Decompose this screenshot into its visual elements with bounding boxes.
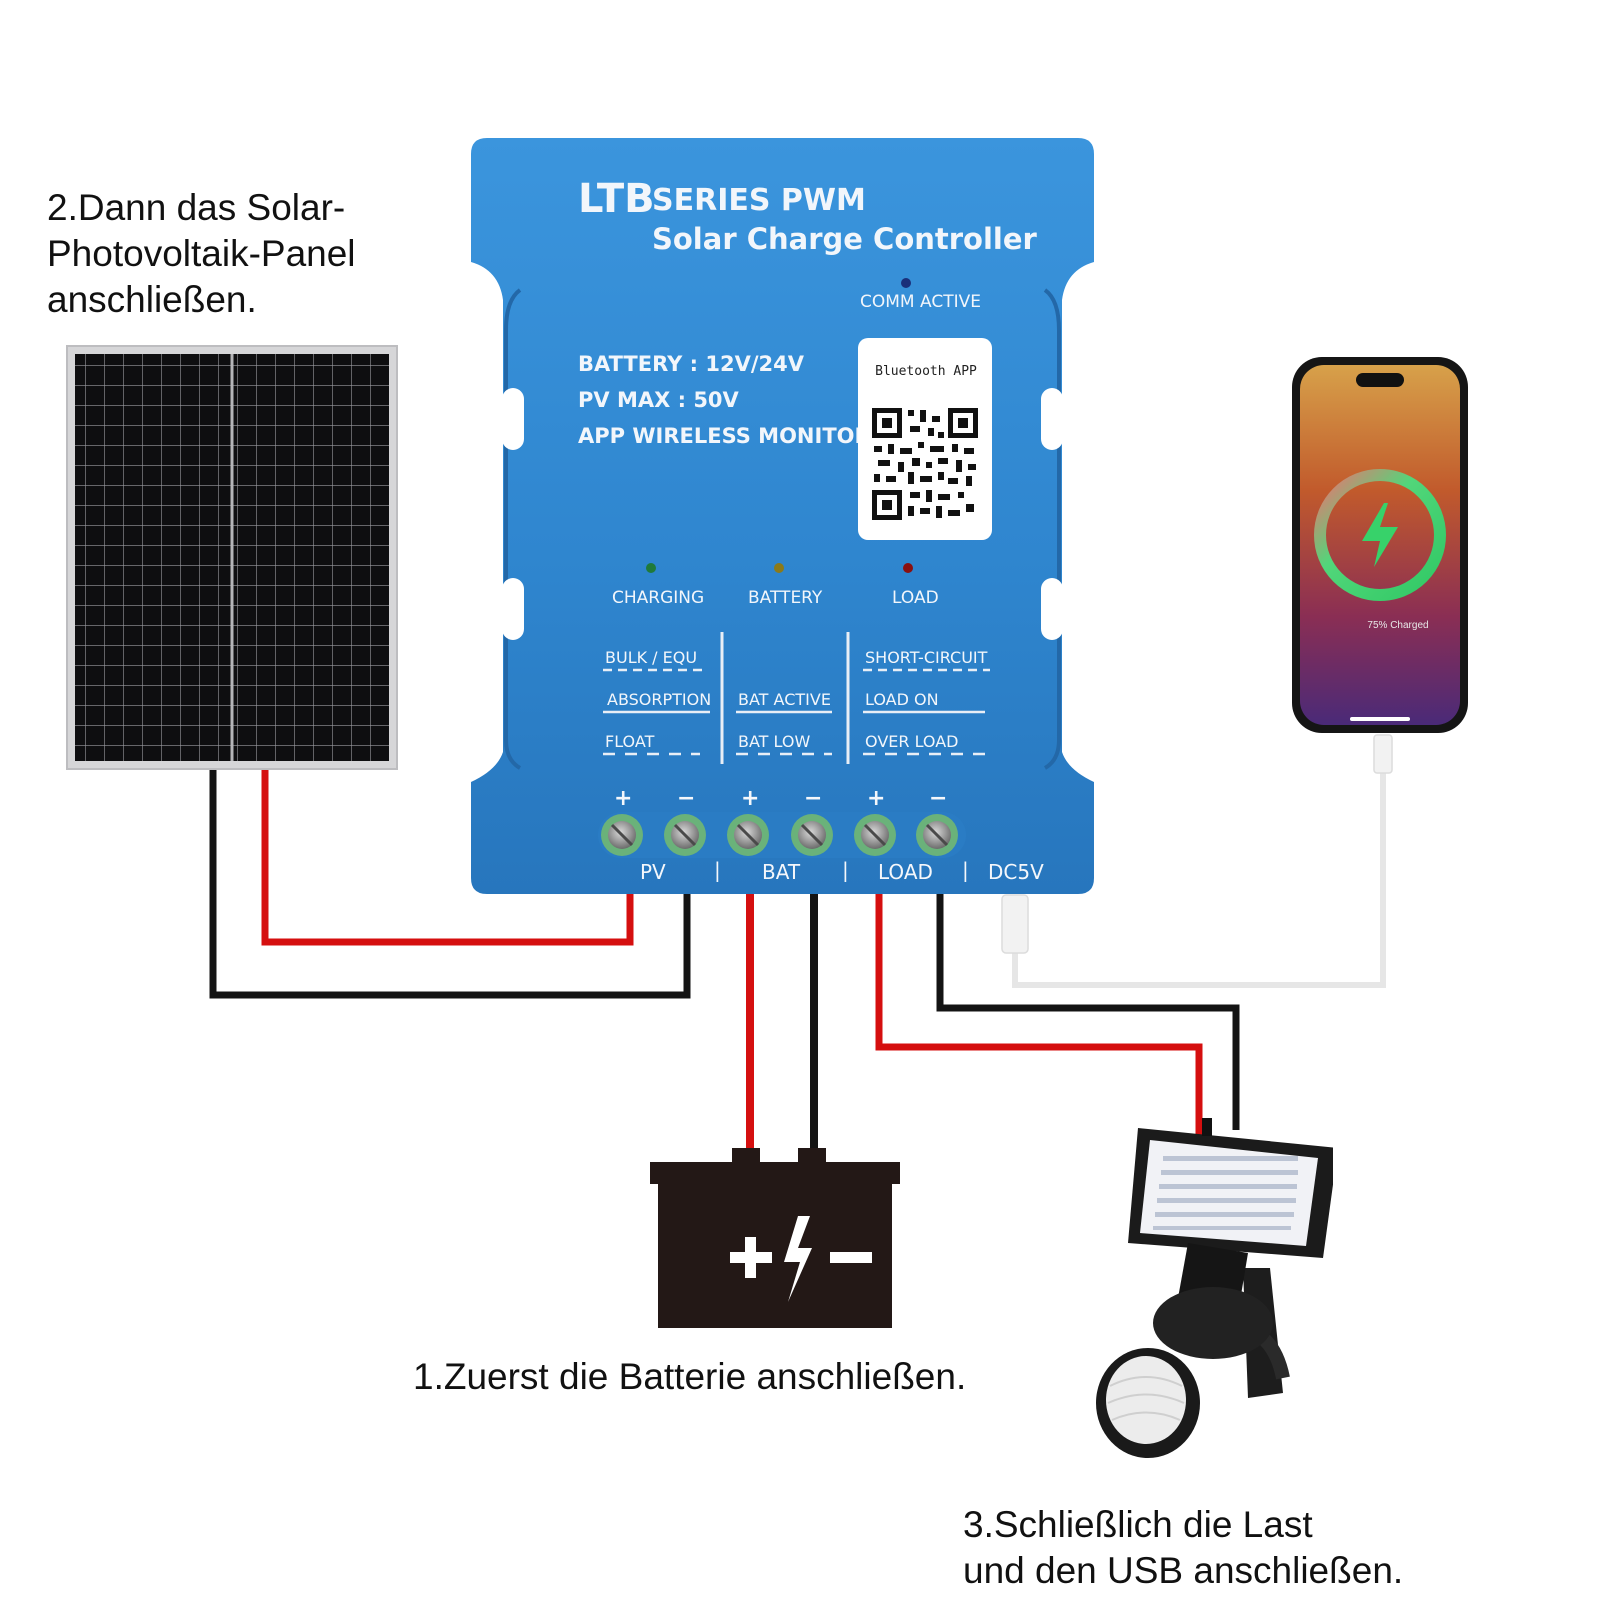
- series-label: SERIES PWM: [652, 183, 866, 218]
- terminal-load-positive[interactable]: [854, 814, 896, 856]
- terminal-separator-1: |: [714, 858, 721, 882]
- status-over-load: OVER LOAD: [865, 732, 959, 751]
- step2-line1: 2.Dann das Solar-: [47, 187, 346, 228]
- qr-code: [872, 408, 978, 520]
- terminal-bat-positive[interactable]: [727, 814, 769, 856]
- mount-slot-left-top: [502, 388, 524, 450]
- terminal-bat-negative[interactable]: [791, 814, 833, 856]
- spec-pv-max: PV MAX : 50V: [578, 388, 739, 412]
- step1-instruction: 1.Zuerst die Batterie anschließen.: [413, 1356, 967, 1397]
- mount-slot-right-bottom: [1041, 578, 1063, 640]
- lightning-plug: [1373, 734, 1393, 774]
- usb-cable: [1012, 760, 1386, 988]
- controller-housing: [471, 138, 1094, 894]
- load-label: LOAD: [892, 588, 939, 608]
- flood-light: [1096, 1118, 1333, 1458]
- pv-negative-wire: [209, 770, 691, 999]
- battery-icon: [650, 1148, 900, 1328]
- spec-battery: BATTERY : 12V/24V: [578, 352, 804, 376]
- status-float: FLOAT: [605, 732, 655, 751]
- terminal-label-pv: PV: [640, 860, 666, 884]
- sign-pv-positive: +: [614, 786, 633, 811]
- step3-line2: und den USB anschließen.: [963, 1550, 1404, 1591]
- bluetooth-app-label: Bluetooth APP: [875, 364, 977, 379]
- battery-led: [774, 563, 784, 573]
- status-bat-active: BAT ACTIVE: [738, 690, 831, 709]
- step2-line3: anschließen.: [47, 279, 257, 320]
- pv-positive-wire: [261, 770, 634, 946]
- step3-line1: 3.Schließlich die Last: [963, 1504, 1313, 1545]
- terminal-load-negative[interactable]: [916, 814, 958, 856]
- status-load-on: LOAD ON: [865, 690, 939, 709]
- terminal-label-dc5v: DC5V: [988, 860, 1044, 884]
- controller-subtitle: Solar Charge Controller: [652, 222, 1037, 256]
- load-negative-wire: [936, 890, 1240, 1130]
- spec-app-monitor: APP WIRELESS MONITOR: [578, 424, 871, 448]
- status-bulk-equ: BULK / EQU: [605, 648, 698, 667]
- terminal-label-load: LOAD: [878, 860, 933, 884]
- terminal-separator-3: |: [962, 858, 969, 882]
- smartphone: [1292, 357, 1468, 733]
- solar-panel: [66, 345, 398, 770]
- terminal-pv-negative[interactable]: [664, 814, 706, 856]
- brand-label: LTB: [578, 176, 655, 222]
- comm-led: [901, 278, 911, 288]
- status-absorption: ABSORPTION: [607, 690, 712, 709]
- status-bat-low: BAT LOW: [738, 732, 811, 751]
- sign-bat-positive: +: [741, 786, 760, 811]
- load-positive-wire: [875, 890, 1203, 1140]
- terminal-separator-2: |: [842, 858, 849, 882]
- step2-instruction: 2.Dann das Solar- Photovoltaik-Panel ans…: [47, 185, 356, 323]
- terminal-pv-positive[interactable]: [601, 814, 643, 856]
- mount-slot-right-top: [1041, 388, 1063, 450]
- battery-label: BATTERY: [748, 588, 823, 608]
- mount-slot-left-bottom: [502, 578, 524, 640]
- step3-instruction: 3.Schließlich die Last und den USB ansch…: [963, 1502, 1403, 1594]
- charging-label: CHARGING: [612, 588, 705, 608]
- step2-line2: Photovoltaik-Panel: [47, 233, 356, 274]
- sign-pv-negative: −: [677, 786, 696, 811]
- terminal-label-bat: BAT: [762, 860, 801, 884]
- charging-led: [646, 563, 656, 573]
- sign-load-negative: −: [929, 786, 948, 811]
- sign-load-positive: +: [867, 786, 886, 811]
- comm-active-label: COMM ACTIVE: [860, 292, 981, 312]
- usb-plug: [1001, 894, 1029, 954]
- status-short-circuit: SHORT-CIRCUIT: [865, 648, 988, 667]
- charge-status-caption: 75% Charged: [1367, 620, 1429, 631]
- sign-bat-negative: −: [804, 786, 823, 811]
- load-led: [903, 563, 913, 573]
